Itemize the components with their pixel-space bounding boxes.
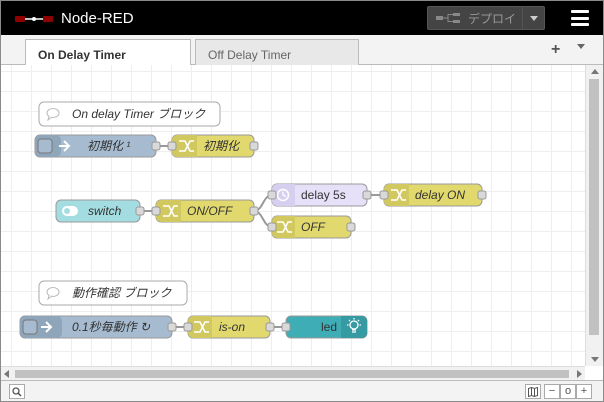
vertical-scroll-thumb[interactable] — [589, 79, 599, 335]
node-label: led — [321, 320, 337, 334]
deploy-button[interactable]: デプロイ — [427, 6, 545, 30]
zoom-out-button[interactable]: − — [544, 384, 560, 399]
flow-workspace[interactable]: On delay Timer ブロック 初期化 ¹ 初期化 — [1, 65, 585, 366]
map-icon — [528, 386, 538, 398]
shuffle-icon — [391, 189, 406, 201]
flow-canvas: On delay Timer ブロック 初期化 ¹ 初期化 — [19, 101, 487, 339]
workspace-tab-bar: On Delay Timer Off Delay Timer + — [1, 35, 603, 66]
output-port[interactable] — [362, 190, 372, 200]
change-node-off[interactable]: OFF — [267, 215, 356, 239]
scroll-up-icon[interactable] — [591, 69, 599, 74]
horizontal-scroll-thumb[interactable] — [15, 370, 569, 378]
output-port[interactable] — [167, 322, 177, 332]
change-node-delay-on[interactable]: delay ON — [379, 183, 487, 207]
deploy-icon — [436, 13, 460, 23]
deploy-label: デプロイ — [468, 11, 517, 26]
scroll-left-icon[interactable] — [4, 370, 9, 378]
header-bar: Node-RED デプロイ — [1, 1, 603, 35]
zoom-reset-button[interactable]: o — [560, 384, 576, 399]
node-red-logo-icon — [15, 16, 53, 22]
hamburger-icon-bar — [571, 23, 589, 26]
node-label: 初期化 ¹ — [87, 139, 130, 153]
tab-list-caret-icon[interactable] — [577, 44, 585, 49]
clock-icon — [276, 188, 290, 202]
output-port[interactable] — [477, 190, 487, 200]
vertical-scrollbar[interactable] — [585, 65, 603, 366]
inject-trigger-button[interactable] — [37, 138, 53, 154]
input-port[interactable] — [379, 190, 389, 200]
comment-icon — [46, 287, 60, 301]
inject-trigger-button[interactable] — [22, 319, 38, 335]
scroll-down-icon[interactable] — [591, 357, 599, 362]
main-menu-button[interactable] — [571, 10, 589, 26]
shuffle-icon — [194, 321, 209, 333]
node-label: switch — [88, 204, 122, 218]
hamburger-icon-bar — [571, 16, 589, 20]
comment-icon — [46, 108, 60, 122]
input-port[interactable] — [267, 222, 277, 232]
app-title: Node-RED — [61, 10, 134, 27]
add-tab-button[interactable]: + — [551, 41, 561, 58]
node-label: delay ON — [415, 188, 465, 202]
lightbulb-icon — [347, 318, 361, 333]
node-label: is-on — [219, 320, 245, 334]
shuffle-icon — [179, 140, 194, 152]
delay-node[interactable]: delay 5s — [267, 183, 372, 207]
output-port[interactable] — [265, 322, 275, 332]
inject-node-tick[interactable]: 0.1秒毎動作 ↻ — [19, 315, 177, 339]
scroll-right-icon[interactable] — [577, 370, 582, 378]
navigator-button[interactable] — [525, 384, 541, 399]
output-port[interactable] — [151, 141, 161, 151]
comment-node[interactable]: 動作確認 ブロック — [38, 280, 188, 306]
output-port[interactable] — [346, 222, 356, 232]
input-port[interactable] — [267, 190, 277, 200]
change-node-init[interactable]: 初期化 — [167, 134, 259, 158]
search-button[interactable] — [9, 384, 25, 399]
output-port[interactable] — [135, 206, 145, 216]
shuffle-icon — [163, 205, 178, 217]
search-icon — [12, 387, 22, 397]
change-node-onoff[interactable]: ON/OFF — [151, 199, 259, 223]
input-port[interactable] — [151, 206, 161, 216]
node-label: 初期化 — [203, 139, 241, 153]
output-port[interactable] — [249, 141, 259, 151]
node-label: OFF — [301, 220, 326, 234]
zoom-in-button[interactable]: + — [576, 384, 592, 399]
hamburger-icon-bar — [571, 10, 589, 13]
change-node-is-on[interactable]: is-on — [183, 315, 275, 339]
node-label: delay 5s — [301, 188, 346, 202]
dashboard-switch-node[interactable]: switch — [55, 199, 145, 223]
horizontal-scrollbar[interactable] — [1, 366, 585, 380]
input-port[interactable] — [281, 322, 291, 332]
deploy-options-button[interactable] — [522, 7, 544, 29]
arrow-right-icon — [59, 140, 71, 152]
comment-label: On delay Timer ブロック — [72, 107, 206, 121]
node-label: 0.1秒毎動作 ↻ — [72, 320, 151, 334]
input-port[interactable] — [183, 322, 193, 332]
inject-node-init[interactable]: 初期化 ¹ — [34, 134, 161, 158]
comment-node[interactable]: On delay Timer ブロック — [38, 101, 221, 127]
output-port[interactable] — [249, 206, 259, 216]
comment-label: 動作確認 ブロック — [72, 286, 172, 300]
input-port[interactable] — [167, 141, 177, 151]
tab-on-delay-timer[interactable]: On Delay Timer — [25, 39, 191, 66]
caret-down-icon — [529, 15, 538, 21]
tab-off-delay-timer[interactable]: Off Delay Timer — [195, 39, 359, 66]
led-node[interactable]: led — [281, 315, 368, 339]
arrow-right-icon — [41, 321, 53, 333]
workspace-footer: − o + — [1, 380, 603, 401]
node-label: ON/OFF — [187, 204, 233, 218]
shuffle-icon — [277, 221, 292, 233]
